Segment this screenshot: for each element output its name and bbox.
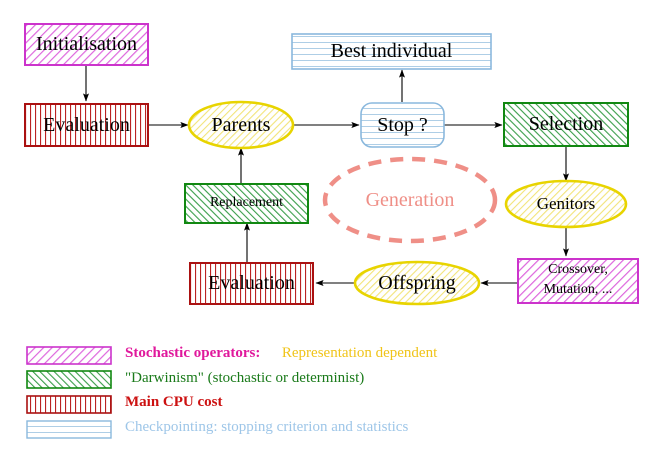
node-label-generation: Generation xyxy=(365,189,455,211)
node-evaluation-bottom xyxy=(189,262,314,305)
node-crossover-mutation xyxy=(517,258,639,304)
legend-swatch-main-cpu-cost xyxy=(26,395,112,414)
legend-swatch-checkpointing xyxy=(26,420,112,439)
node-best-individual xyxy=(291,33,492,70)
node-stop xyxy=(360,102,445,148)
node-offspring xyxy=(353,260,481,306)
legend-label-representation-dependent: Representation dependent xyxy=(281,345,438,361)
legend-swatch-darwinism xyxy=(26,370,112,389)
legend-label-main-cpu-cost: Main CPU cost xyxy=(125,394,223,410)
node-parents xyxy=(187,100,295,150)
legend-swatch-stochastic-operators xyxy=(26,346,112,365)
node-replacement xyxy=(184,183,309,224)
legend-label-checkpointing: Checkpointing: stopping criterion and st… xyxy=(125,419,409,435)
legend-row-stochastic-operators: Stochastic operators: Representation dep… xyxy=(125,345,437,362)
node-generation-boundary xyxy=(322,156,498,244)
connector-group xyxy=(83,66,570,287)
node-initialisation xyxy=(24,23,149,66)
node-selection xyxy=(503,102,629,147)
legend-label-stochastic-operators: Stochastic operators: xyxy=(125,345,261,361)
node-evaluation-top xyxy=(24,103,149,147)
node-genitors xyxy=(504,179,628,229)
legend-label-darwinism: "Darwinism" (stochastic or determinist) xyxy=(125,370,365,386)
